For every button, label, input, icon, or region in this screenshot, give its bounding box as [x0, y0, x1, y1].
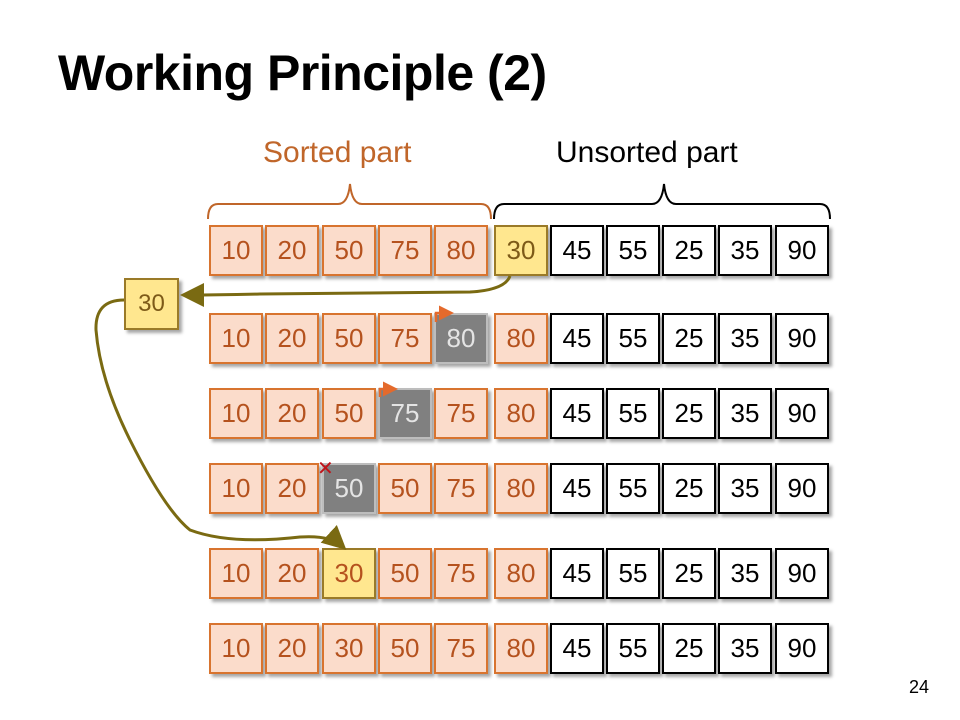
array-cell: 75 [434, 463, 488, 514]
array-cell: 50 [378, 623, 432, 674]
array-cell: 90 [775, 623, 829, 674]
array-cell: 45 [550, 548, 604, 599]
array-cell: 80 [494, 623, 548, 674]
array-cell: 90 [775, 388, 829, 439]
array-cell: 10 [209, 313, 263, 364]
slide-title: Working Principle (2) [58, 45, 547, 101]
array-cell: 45 [550, 225, 604, 276]
array-cell: 55 [606, 463, 660, 514]
array-cell: 45 [550, 623, 604, 674]
sorted-brace [207, 183, 492, 220]
array-cell: 10 [209, 463, 263, 514]
array-cell: 45 [550, 313, 604, 364]
array-cell: 75 [434, 548, 488, 599]
array-cell: 35 [718, 623, 772, 674]
array-cell: 90 [775, 463, 829, 514]
array-cell: 35 [718, 225, 772, 276]
array-cell: 35 [718, 463, 772, 514]
array-cell: 55 [606, 225, 660, 276]
array-cell: 10 [209, 548, 263, 599]
array-cell: 30 [322, 623, 376, 674]
array-cell: 25 [662, 313, 716, 364]
array-cell-current: 30 [494, 225, 548, 276]
array-cell: 20 [265, 463, 319, 514]
array-cell: 20 [265, 548, 319, 599]
array-cell: 35 [718, 388, 772, 439]
array-cell: 25 [662, 623, 716, 674]
array-cell: 35 [718, 313, 772, 364]
array-cell: 25 [662, 548, 716, 599]
array-cell: 50 [322, 388, 376, 439]
array-cell: 25 [662, 225, 716, 276]
array-cell: 80 [494, 548, 548, 599]
array-cell: 45 [550, 388, 604, 439]
array-cell: 55 [606, 313, 660, 364]
array-cell: 75 [434, 388, 488, 439]
array-cell: 20 [265, 623, 319, 674]
array-cell: 45 [550, 463, 604, 514]
array-cell: 25 [662, 463, 716, 514]
array-cell: 20 [265, 313, 319, 364]
array-cell: 25 [662, 388, 716, 439]
array-cell: 20 [265, 225, 319, 276]
array-cell: 75 [378, 313, 432, 364]
array-cell: 90 [775, 313, 829, 364]
array-cell: 80 [494, 313, 548, 364]
array-cell-shifting: 50 [322, 463, 376, 514]
array-cell: 10 [209, 623, 263, 674]
temp-key-box: 30 [124, 278, 179, 330]
array-cell: 80 [494, 388, 548, 439]
unsorted-part-label: Unsorted part [556, 136, 738, 169]
array-cell: 80 [494, 463, 548, 514]
array-cell-inserted: 30 [322, 548, 376, 599]
array-cell: 10 [209, 225, 263, 276]
page-number: 24 [909, 677, 930, 697]
array-cell: 75 [378, 225, 432, 276]
array-cell: 90 [775, 225, 829, 276]
array-cell: 35 [718, 548, 772, 599]
array-cell-shifting: 80 [434, 313, 488, 364]
array-cell: 90 [775, 548, 829, 599]
array-cell: 80 [434, 225, 488, 276]
array-cell: 50 [322, 225, 376, 276]
array-cell: 55 [606, 548, 660, 599]
array-cell-shifting: 75 [378, 388, 432, 439]
array-cell: 55 [606, 388, 660, 439]
array-cell: 20 [265, 388, 319, 439]
array-cell: 10 [209, 388, 263, 439]
array-cell: 50 [378, 463, 432, 514]
unsorted-brace [493, 183, 831, 220]
array-cell: 75 [434, 623, 488, 674]
sorted-part-label: Sorted part [263, 136, 412, 169]
array-cell: 50 [378, 548, 432, 599]
array-cell: 55 [606, 623, 660, 674]
array-cell: 50 [322, 313, 376, 364]
